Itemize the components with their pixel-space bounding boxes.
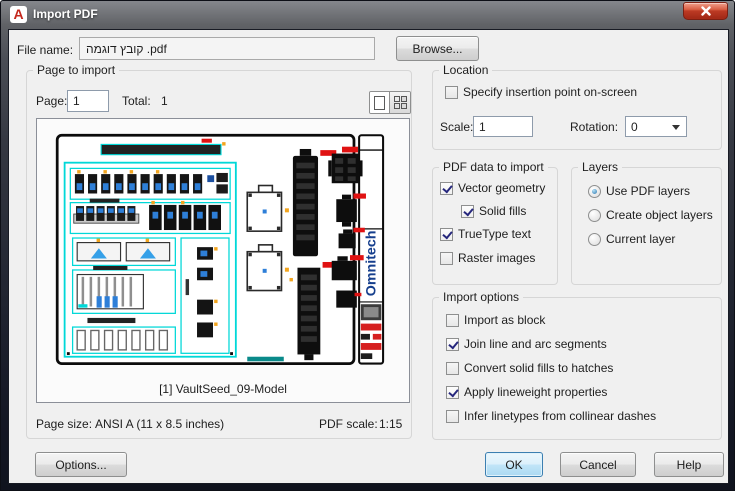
- vector-geometry-label: Vector geometry: [458, 181, 546, 195]
- import-as-block-checkbox[interactable]: Import as block: [446, 313, 545, 327]
- scale-label: Scale:: [440, 120, 474, 134]
- use-pdf-layers-radio[interactable]: Use PDF layers: [588, 184, 690, 198]
- import-options-group: Import options Import as block Join line…: [432, 290, 722, 440]
- create-object-layers-radio[interactable]: Create object layers: [588, 208, 713, 222]
- checkbox-icon[interactable]: [445, 85, 458, 99]
- checkbox-icon[interactable]: [446, 337, 459, 351]
- preview-view-toggle: [369, 91, 411, 114]
- checkbox-icon[interactable]: [440, 251, 453, 265]
- use-pdf-layers-label: Use PDF layers: [606, 184, 691, 198]
- checkbox-icon[interactable]: [440, 227, 453, 241]
- rotation-dropdown[interactable]: 0: [625, 116, 687, 137]
- raster-images-checkbox[interactable]: Raster images: [440, 251, 535, 265]
- checkbox-icon[interactable]: [461, 204, 474, 218]
- page-size-label: Page size:: [36, 417, 93, 431]
- preview-caption: [1] VaultSeed_09-Model: [159, 382, 287, 396]
- radio-icon[interactable]: [588, 208, 601, 222]
- file-name-input[interactable]: קובץ דוגמה .pdf: [79, 37, 375, 60]
- dialog-title: Import PDF: [33, 7, 98, 21]
- convert-solid-fills-checkbox[interactable]: Convert solid fills to hatches: [446, 361, 613, 375]
- title-bar[interactable]: A Import PDF: [1, 1, 734, 29]
- scale-input[interactable]: 1: [473, 116, 533, 137]
- specify-insertion-checkbox[interactable]: Specify insertion point on-screen: [445, 85, 637, 99]
- options-button[interactable]: Options...: [35, 452, 127, 477]
- pdf-scale-value: 1:15: [379, 417, 403, 431]
- vector-geometry-checkbox[interactable]: Vector geometry: [440, 181, 545, 195]
- location-group: Location Specify insertion point on-scre…: [432, 63, 722, 150]
- current-layer-label: Current layer: [606, 232, 676, 246]
- create-object-layers-label: Create object layers: [606, 208, 713, 222]
- truetype-text-label: TrueType text: [458, 227, 531, 241]
- pdf-data-group: PDF data to import Vector geometry Solid…: [432, 160, 558, 285]
- infer-linetypes-label: Infer linetypes from collinear dashes: [464, 409, 657, 423]
- page-label: Page:: [36, 94, 68, 108]
- ok-button[interactable]: OK: [485, 452, 543, 477]
- layers-group-title: Layers: [578, 160, 623, 174]
- checkbox-icon[interactable]: [446, 361, 459, 375]
- pdf-scale-label: PDF scale:: [319, 417, 378, 431]
- total-value: 1: [161, 94, 168, 108]
- total-label: Total:: [122, 94, 151, 108]
- chevron-down-icon: [672, 125, 680, 130]
- dialog-body: File name: קובץ דוגמה .pdf Browse... Pag…: [8, 29, 729, 484]
- close-button[interactable]: [683, 2, 728, 20]
- checkbox-icon[interactable]: [446, 385, 459, 399]
- page-to-import-group: Page to import Page: 1 Total: 1 Omnitech: [26, 63, 412, 439]
- close-icon: [700, 6, 711, 16]
- page-size-value: ANSI A (11 x 8.5 inches): [95, 417, 225, 431]
- location-group-title: Location: [439, 63, 493, 77]
- solid-fills-checkbox[interactable]: Solid fills: [461, 204, 526, 218]
- convert-solid-fills-label: Convert solid fills to hatches: [464, 361, 614, 375]
- checkbox-icon[interactable]: [440, 181, 453, 195]
- rotation-label: Rotation:: [570, 120, 619, 134]
- thumbnail-grid-view-icon[interactable]: [390, 92, 410, 113]
- help-button[interactable]: Help: [654, 452, 724, 477]
- apply-lineweight-checkbox[interactable]: Apply lineweight properties: [446, 385, 607, 399]
- layers-group: Layers Use PDF layers Create object laye…: [571, 160, 722, 285]
- page-number-input[interactable]: 1: [67, 90, 109, 112]
- checkbox-icon[interactable]: [446, 313, 459, 327]
- import-options-group-title: Import options: [439, 290, 524, 304]
- pdf-data-group-title: PDF data to import: [439, 160, 548, 174]
- preview-brand-text: Omnitech: [364, 231, 380, 297]
- file-name-label: File name:: [17, 43, 74, 57]
- current-layer-radio[interactable]: Current layer: [588, 232, 675, 246]
- join-line-arc-checkbox[interactable]: Join line and arc segments: [446, 337, 607, 351]
- truetype-text-checkbox[interactable]: TrueType text: [440, 227, 531, 241]
- autocad-app-icon: A: [10, 6, 27, 23]
- single-page-view-icon[interactable]: [370, 92, 390, 113]
- solid-fills-label: Solid fills: [479, 204, 527, 218]
- pdf-preview-panel: Omnitech: [36, 118, 410, 403]
- specify-insertion-label: Specify insertion point on-screen: [463, 85, 638, 99]
- pdf-preview-drawing: Omnitech: [55, 133, 385, 365]
- checkbox-icon[interactable]: [446, 409, 459, 423]
- radio-icon[interactable]: [588, 232, 601, 246]
- infer-linetypes-checkbox[interactable]: Infer linetypes from collinear dashes: [446, 409, 656, 423]
- join-line-arc-label: Join line and arc segments: [464, 337, 607, 351]
- radio-icon[interactable]: [588, 184, 601, 198]
- import-as-block-label: Import as block: [464, 313, 546, 327]
- cancel-button[interactable]: Cancel: [560, 452, 636, 477]
- page-group-title: Page to import: [33, 63, 120, 77]
- raster-images-label: Raster images: [458, 251, 536, 265]
- browse-button[interactable]: Browse...: [396, 36, 479, 61]
- apply-lineweight-label: Apply lineweight properties: [464, 385, 608, 399]
- rotation-value: 0: [631, 120, 638, 134]
